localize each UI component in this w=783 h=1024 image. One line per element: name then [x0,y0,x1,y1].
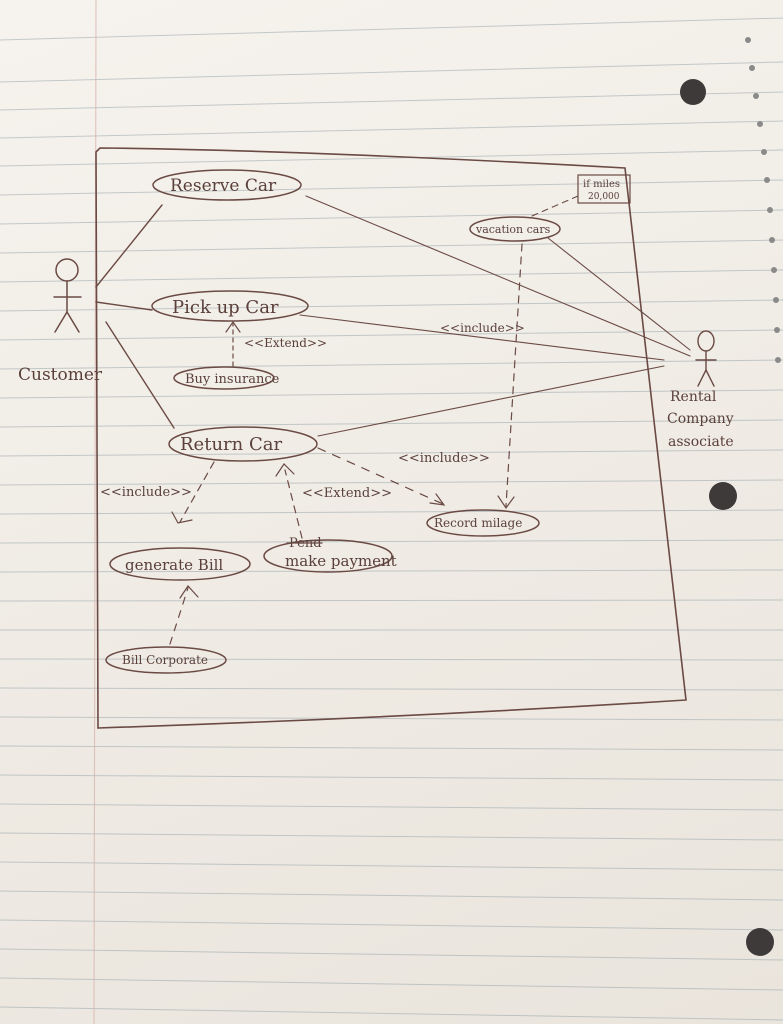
vacation-cars-label: vacation cars [475,223,551,236]
generate-bill-label: generate Bill [125,556,223,574]
pick-up-car-label: Pick up Car [172,297,279,318]
customer-associations [95,204,175,429]
make-payment-label: make payment [285,552,397,570]
reserve-car-label: Reserve Car [170,176,277,196]
binder-holes [680,79,774,956]
system-boundary [95,147,687,729]
binder-hole [709,482,737,510]
spiral-binding [745,37,781,363]
bill-corporate-label: Bill Corporate [122,653,208,667]
record-mileage-label: Record milage [434,516,522,530]
binder-hole [680,79,706,105]
associate-associations [299,195,691,437]
binder-hole [746,928,774,956]
assoc-reserve-associate [305,195,691,357]
customer-head-icon [55,258,79,282]
assoc-pickup-associate [299,314,665,361]
note-line1: if miles [583,179,620,190]
usecase-generate-bill [109,547,251,581]
arrowhead-icon [171,511,193,524]
arrowhead-icon [429,493,446,506]
include-label-return: <<include>> [398,451,490,466]
arrowhead-icon [225,320,241,333]
usecase-reserve-car [152,169,302,201]
use-cases [105,169,561,674]
buy-insurance-label: Buy insurance [185,372,280,387]
include-label-bill: <<include>> [100,485,192,500]
arrowhead-icon [497,495,515,510]
extend-label-payment: <<Extend>> [302,486,392,501]
dep-return-bill [179,461,215,523]
assoc-customer-reserve [95,204,163,288]
associate-label-line3: associate [668,434,734,450]
dependencies [169,243,523,645]
usecase-make-payment [263,539,393,573]
note-line2: 20,000 [588,192,620,202]
assoc-vacation-associate [547,237,691,351]
dep-payment-return [284,469,303,539]
dep-billcorp-bill [169,587,189,645]
arrowhead-icon [275,463,295,477]
include-label-vacation: <<include>> [440,321,525,335]
usecase-buy-insurance [173,366,275,390]
dep-vacation-record [505,243,523,507]
assoc-customer-pickup [95,301,153,311]
usecase-bill-corporate [105,646,227,674]
extend-label-insurance: <<Extend>> [244,336,327,350]
usecase-pick-up-car [151,290,309,322]
associate-label-line2: Company [667,411,734,427]
usecase-vacation-cars [469,216,561,242]
usecase-record-mileage [426,509,540,537]
return-car-label: Return Car [180,434,282,455]
associate-label-line1: Rental [670,389,717,405]
condition-note: if miles 20,000 [577,174,631,204]
customer-actor [53,258,82,333]
customer-label: Customer [18,365,103,385]
usecase-return-car [168,426,318,462]
dep-return-record [317,447,444,505]
arrowhead-icon [179,585,199,599]
assoc-customer-return [105,321,175,429]
associate-head-icon [697,330,715,352]
assoc-return-associate [317,365,665,437]
note-connector [531,195,579,217]
associate-actor [695,330,717,387]
